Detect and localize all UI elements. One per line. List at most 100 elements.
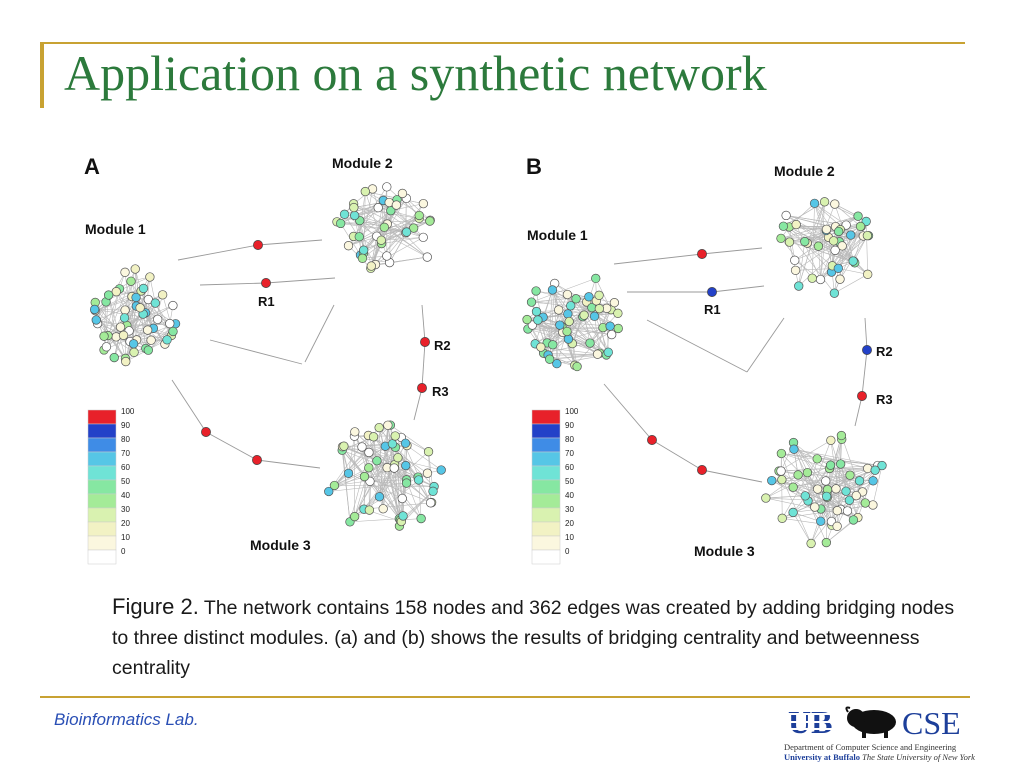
ub-cse-logo: UB CSE	[786, 704, 961, 741]
network-node	[777, 513, 787, 523]
network-edge	[376, 220, 430, 237]
scale-tick-label: 90	[121, 421, 130, 430]
network-node	[111, 287, 121, 297]
network-node	[832, 521, 842, 531]
network-edge	[810, 488, 837, 544]
network-node	[372, 456, 382, 466]
bridge-node	[697, 465, 707, 475]
network-node	[566, 301, 576, 311]
bridge-edge	[603, 383, 653, 441]
network-node	[821, 491, 832, 502]
network-node	[836, 459, 846, 469]
network-node	[366, 261, 376, 271]
network-node	[605, 321, 615, 331]
network-edge	[818, 201, 825, 247]
network-node	[594, 290, 604, 300]
scale-swatch	[87, 521, 117, 537]
network-node	[800, 236, 810, 247]
network-node	[825, 460, 836, 470]
buffalo-icon	[845, 706, 896, 738]
network-edge	[781, 453, 794, 488]
network-node	[359, 471, 370, 482]
scale-tick-label: 30	[565, 505, 574, 514]
network-node	[562, 289, 573, 300]
scale-swatch	[531, 507, 561, 523]
network-node	[398, 511, 408, 521]
network-node	[145, 272, 155, 282]
network-node	[831, 484, 841, 494]
network-node	[855, 221, 866, 232]
edge-layer	[94, 186, 442, 527]
network-edge	[375, 236, 378, 265]
bridge-edge	[209, 339, 303, 365]
bridge-node	[417, 383, 427, 393]
university-subtitle: The State University of New York	[862, 752, 975, 762]
network-edge	[342, 446, 351, 522]
bridge-node	[252, 455, 262, 465]
scale-tick-label: 90	[565, 421, 574, 430]
network-node	[168, 326, 178, 337]
bridge-node	[857, 391, 867, 401]
network-node	[99, 331, 109, 341]
network-edge	[783, 226, 835, 294]
network-node	[89, 304, 100, 315]
network-node	[120, 267, 130, 277]
network-edge	[796, 224, 827, 230]
network-node	[379, 222, 389, 232]
network-node	[391, 200, 402, 210]
scale-swatch	[531, 437, 561, 453]
scale-tick-label: 0	[121, 547, 126, 556]
network-node	[126, 276, 136, 286]
scale-tick-label: 70	[565, 449, 574, 458]
bridge-label: R1	[704, 302, 721, 317]
bridge-edge	[701, 469, 763, 483]
network-edge	[792, 512, 832, 526]
network-edge	[805, 468, 830, 497]
network-node	[781, 210, 791, 221]
caption-lead: Figure 2.	[112, 594, 199, 619]
network-node	[129, 347, 139, 357]
network-node	[118, 330, 129, 340]
network-edge	[342, 446, 380, 497]
network-edge	[381, 237, 424, 244]
network-node	[397, 493, 407, 504]
network-node	[821, 476, 831, 486]
bridge-node	[707, 287, 717, 297]
module-label: Module 1	[85, 221, 146, 237]
network-node	[393, 453, 403, 463]
network-edge	[334, 452, 370, 486]
network-node	[397, 188, 408, 199]
network-node	[555, 320, 565, 330]
network-node	[425, 498, 436, 508]
scale-swatch	[531, 521, 561, 537]
network-node	[793, 470, 803, 480]
network-node	[835, 274, 845, 284]
network-edge	[369, 481, 402, 522]
network-node	[870, 465, 880, 475]
network-edge	[336, 221, 414, 229]
scale-tick-label: 10	[121, 533, 130, 542]
network-node	[418, 232, 428, 243]
title-rule	[40, 42, 965, 44]
network-node	[109, 352, 119, 363]
scale-swatch	[531, 465, 561, 481]
network-node	[350, 511, 360, 522]
bridge-edge	[205, 431, 258, 461]
network-edge	[389, 231, 407, 263]
network-node	[354, 232, 364, 242]
scale-tick-label: 50	[565, 477, 574, 486]
network-node	[877, 460, 887, 471]
network-edge	[796, 224, 854, 262]
scale-swatch	[87, 423, 117, 439]
network-node	[357, 253, 368, 263]
network-node	[603, 347, 613, 357]
network-node	[836, 430, 847, 441]
network-node	[374, 422, 384, 433]
network-node	[339, 441, 349, 451]
scale-tick-label: 100	[121, 407, 135, 416]
network-node	[349, 202, 359, 213]
scale-tick-label: 10	[565, 533, 574, 542]
network-node	[401, 460, 411, 471]
network-node	[776, 466, 786, 476]
